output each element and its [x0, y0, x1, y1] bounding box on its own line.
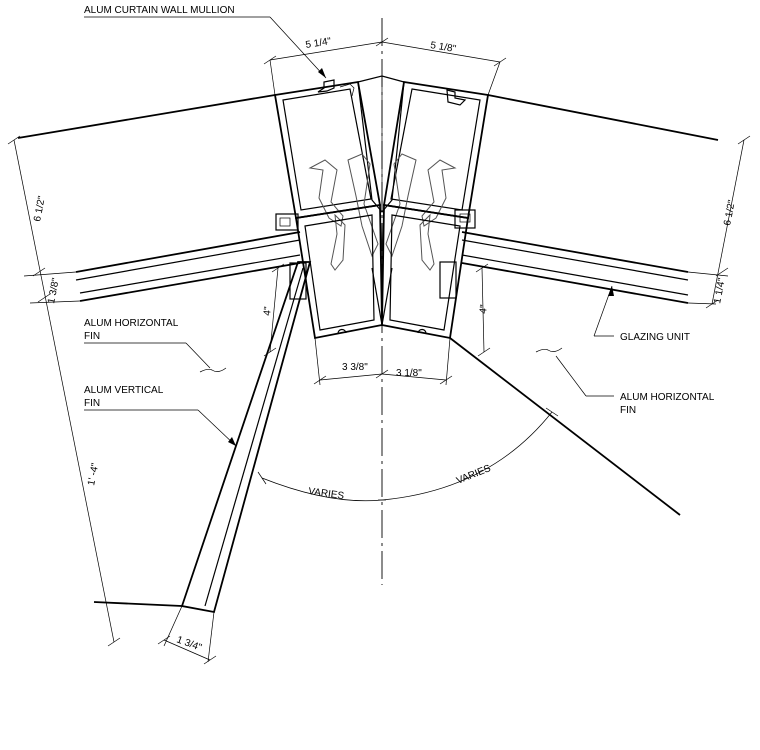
dim-left-depth: 6 1/2" [32, 195, 48, 223]
left-mullion [273, 79, 382, 220]
dim-fin-length: 1' -4" [86, 462, 101, 487]
left-dimension-lines [7, 135, 121, 647]
label-vert-fin-line2: FIN [84, 398, 100, 409]
horiz-fin-right-leader [535, 347, 614, 397]
label-horiz-fin-left-line2: FIN [84, 331, 100, 342]
label-glazing-unit: GLAZING UNIT [620, 332, 690, 343]
dim-right-glass: 1 1/4" [712, 277, 728, 305]
horiz-fin-left-leader [84, 342, 227, 373]
mullion-leader [84, 16, 327, 79]
right-glazing-unit [439, 209, 689, 304]
right-dimension-lines [687, 135, 751, 309]
dim-bottom-left: 3 3/8" [342, 362, 368, 373]
right-four-dimension [475, 263, 491, 357]
label-horiz-fin-right-line1: ALUM HORIZONTAL [620, 392, 715, 403]
angle-arc [257, 407, 559, 502]
left-glazing-unit [75, 213, 307, 302]
dim-left-four: 4" [262, 306, 274, 317]
bottom-dimension-lines [313, 337, 453, 386]
label-horiz-fin-right-line2: FIN [620, 405, 636, 416]
left-four-dimension [263, 263, 285, 357]
left-pressure-plate [308, 153, 379, 271]
vert-fin-leader [84, 409, 237, 447]
fin-width-dimension [157, 605, 217, 665]
right-exterior-line [449, 337, 681, 516]
angle-label-right: VARIES [455, 463, 493, 487]
dim-top-right: 5 1/8" [430, 40, 458, 55]
label-horiz-fin-left-line1: ALUM HORIZONTAL [84, 318, 179, 329]
glazing-unit-leader [593, 285, 614, 337]
label-mullion: ALUM CURTAIN WALL MULLION [84, 5, 235, 16]
dim-right-depth: 6 1/2" [722, 199, 738, 227]
dim-bottom-right: 3 1/8" [396, 368, 422, 379]
dim-top-left: 5 1/4" [305, 36, 333, 51]
dim-right-four: 4" [478, 304, 490, 315]
interior-wall-left [17, 94, 276, 139]
angle-label-left: VARIES [308, 486, 345, 502]
label-vert-fin-line1: ALUM VERTICAL [84, 385, 164, 396]
right-pressure-plate [385, 153, 457, 271]
alum-vertical-fin [93, 261, 312, 614]
top-dimension-lines [263, 37, 507, 96]
interior-wall-right [487, 94, 719, 141]
right-mullion [382, 80, 490, 220]
dim-left-glass: 1 3/8" [46, 277, 62, 305]
